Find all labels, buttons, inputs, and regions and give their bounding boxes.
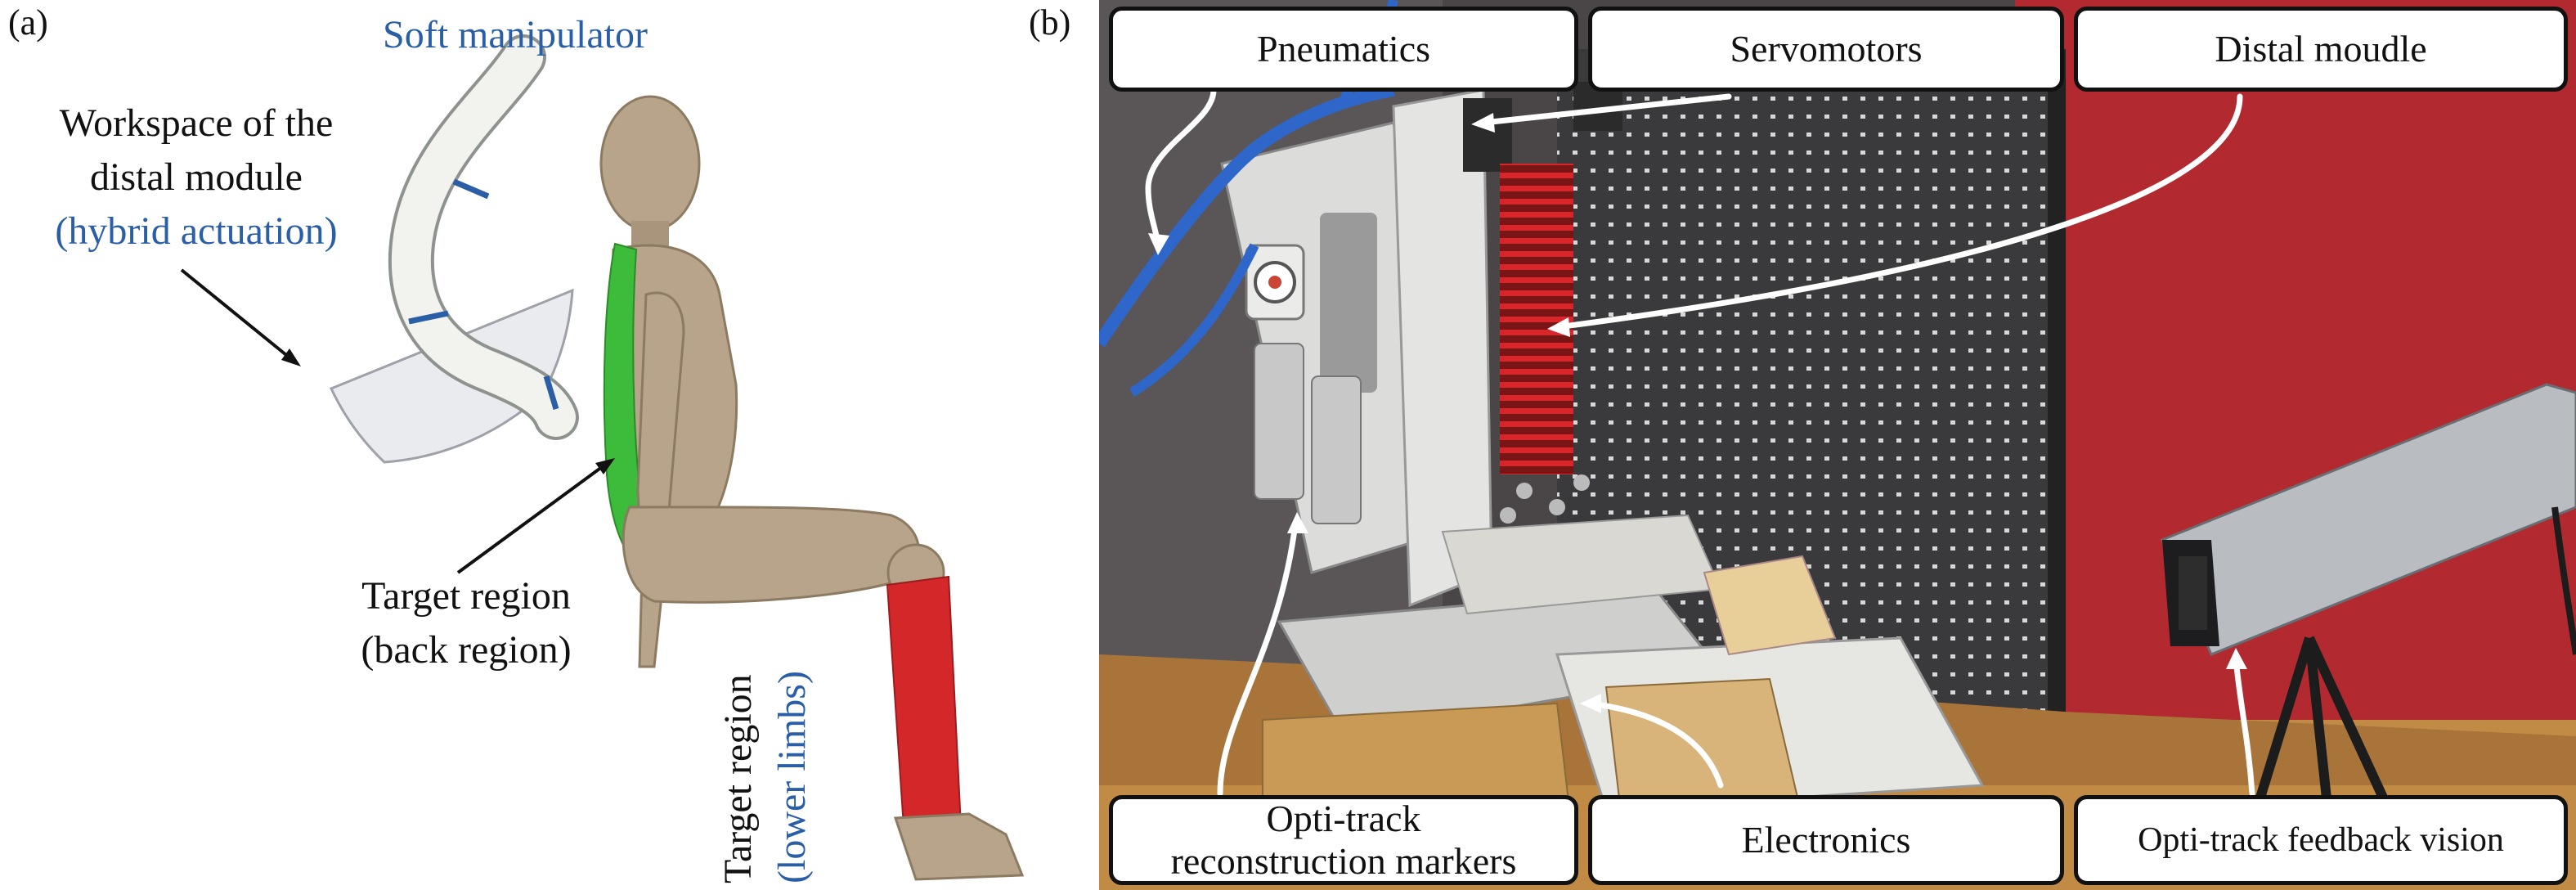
panel-b-label: (b) — [1029, 2, 1071, 43]
manikin-head — [599, 95, 701, 232]
panel-a: (a) Soft manipulator Workspace of the di… — [0, 0, 1063, 890]
arrow-heads — [1148, 113, 2247, 713]
distal-module-coil — [1500, 164, 1573, 474]
callout-markers: Opti-track reconstruction markers — [1109, 795, 1578, 885]
target-back-line1: Target region — [361, 574, 571, 618]
manikin-illustration — [180, 34, 1025, 881]
target-limbs-label: Target region (lower limbs) — [711, 556, 819, 883]
callout-markers-line2: reconstruction markers — [1170, 840, 1517, 882]
robot-setup-photo — [1099, 0, 2576, 890]
manipulator-band-1 — [452, 178, 490, 200]
blue-tubes — [1099, 83, 1395, 348]
manipulator-band-2 — [408, 310, 449, 325]
callout-electronics: Electronics — [1588, 795, 2064, 885]
callout-feedback-vision: Opti-track feedback vision — [2074, 795, 2568, 885]
callout-servomotors: Servomotors — [1588, 7, 2064, 92]
workspace-label: Workspace of the distal module (hybrid a… — [16, 97, 376, 258]
target-limbs-line2: (lower limbs) — [770, 671, 814, 883]
manikin-foot — [893, 812, 1025, 881]
callout-arrows — [1145, 87, 2255, 797]
manipulator-band-3 — [543, 375, 559, 411]
red-wall — [2015, 0, 2576, 736]
target-back-label: Target region (back region) — [331, 569, 601, 677]
soft-manipulator-label: Soft manipulator — [383, 13, 648, 56]
lower-limbs-highlight — [886, 575, 963, 827]
panel-a-label: (a) — [8, 2, 48, 43]
callout-distal-module: Distal moudle — [2074, 7, 2568, 92]
workspace-label-line1: Workspace of the — [59, 101, 334, 145]
target-limbs-line1: Target region — [716, 674, 760, 883]
workspace-label-line2: distal module — [90, 155, 303, 199]
callout-pneumatics: Pneumatics — [1109, 7, 1578, 92]
callout-markers-line1: Opti-track — [1266, 798, 1421, 839]
workspace-label-line3: (hybrid actuation) — [55, 209, 338, 253]
target-back-line2: (back region) — [361, 628, 572, 672]
